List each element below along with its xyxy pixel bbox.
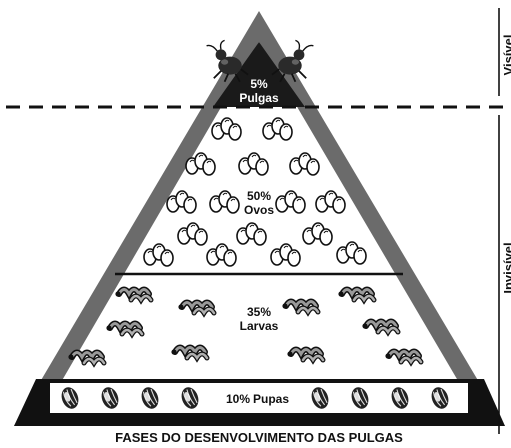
pupae-name: Pupas [253, 392, 289, 406]
visible-label: Visível [501, 35, 511, 76]
pupae-percent: 10% [226, 392, 250, 406]
invisible-label: Invisível [501, 242, 511, 293]
eggs-percent: 50% [247, 189, 271, 203]
adults-percent: 5% [250, 77, 268, 91]
larvae-name: Larvas [240, 319, 279, 333]
adults-name: Pulgas [239, 91, 279, 105]
eggs-name: Ovos [244, 203, 274, 217]
figure-caption: FASES DO DESENVOLVIMENTO DAS PULGAS [115, 430, 403, 445]
larvae-percent: 35% [247, 305, 271, 319]
